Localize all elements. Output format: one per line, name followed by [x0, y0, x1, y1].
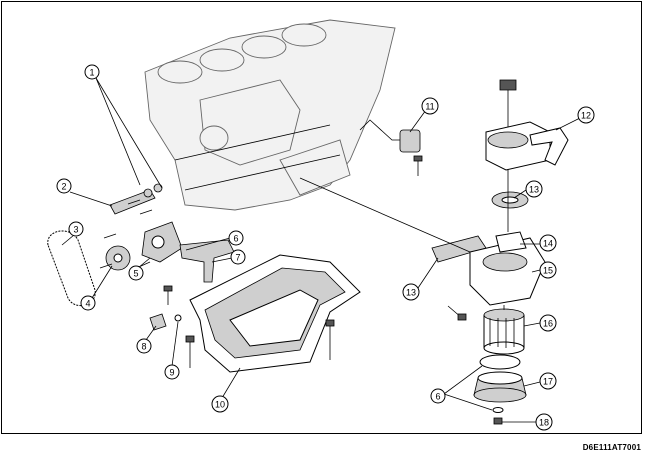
- callout-1: 1: [84, 64, 100, 80]
- callout-7: 7: [230, 249, 246, 265]
- oil-cooler-bolt: [499, 79, 517, 128]
- callout-label: 4: [85, 299, 90, 309]
- oil-pan: [185, 254, 361, 373]
- oil-pressure-switch: [359, 119, 423, 176]
- callout-15: 15: [539, 261, 557, 279]
- callout-label: 1: [89, 68, 94, 78]
- callout-label: 9: [169, 368, 174, 378]
- drain-bolt-18: [493, 417, 503, 425]
- callout-11: 11: [421, 97, 439, 115]
- oil-pump-sprocket: [105, 245, 131, 271]
- callout-label: 16: [543, 319, 553, 329]
- callout-label: 15: [543, 266, 553, 276]
- callout-9: 9: [164, 364, 180, 380]
- callout-label: 10: [215, 400, 225, 410]
- oil-pump: [141, 221, 183, 263]
- callout-label: 5: [133, 269, 138, 279]
- oil-filter-cartridge: [483, 308, 525, 355]
- callout-label: 12: [581, 111, 591, 121]
- oil-filter-body: [469, 231, 546, 306]
- callout-label: 2: [61, 182, 66, 192]
- callout-label: 14: [543, 239, 553, 249]
- diagram-frame: [1, 1, 642, 434]
- callout-label: 6: [233, 234, 238, 244]
- callout-3: 3: [68, 221, 84, 237]
- callout-label: 3: [73, 225, 78, 235]
- callout-17: 17: [539, 372, 557, 390]
- callout-2: 2: [56, 178, 72, 194]
- callout-label: 13: [406, 288, 416, 298]
- filter-cap: [473, 371, 527, 403]
- bolt-15: [447, 305, 467, 321]
- filter-o-ring: [479, 354, 521, 370]
- callout-8: 8: [136, 338, 152, 354]
- chain-guide: [109, 189, 156, 215]
- callout-5: 5: [128, 265, 144, 281]
- callout-18: 18: [535, 413, 553, 431]
- callout-12: 12: [577, 106, 595, 124]
- callout-4: 4: [80, 295, 96, 311]
- callout-13b: 13: [402, 283, 420, 301]
- callout-16: 16: [539, 314, 557, 332]
- timing-chain: [47, 230, 96, 307]
- callout-label: 18: [539, 418, 549, 428]
- oil-strainer: [179, 239, 235, 283]
- callout-label: 8: [141, 342, 146, 352]
- callout-label: 13: [529, 185, 539, 195]
- oil-cooler: [485, 121, 569, 171]
- drain-plug: [149, 313, 167, 331]
- callout-14: 14: [539, 234, 557, 252]
- small-o-ring: [492, 407, 504, 413]
- callout-10: 10: [211, 395, 229, 413]
- callout-label: 11: [425, 102, 434, 112]
- callout-label: 6: [435, 392, 440, 402]
- diagram-code: D6E111AT7001: [582, 443, 641, 452]
- washer-9: [174, 314, 182, 322]
- callout-label: 7: [235, 253, 240, 263]
- leader-lines: [61, 77, 581, 423]
- callout-label: 17: [543, 377, 553, 387]
- callout-6a: 6: [228, 230, 244, 246]
- callout-13a: 13: [525, 180, 543, 198]
- cooler-gasket: [491, 191, 529, 209]
- engine-block: [144, 19, 396, 211]
- axis-lines: [299, 170, 509, 310]
- callout-6b: 6: [430, 388, 446, 404]
